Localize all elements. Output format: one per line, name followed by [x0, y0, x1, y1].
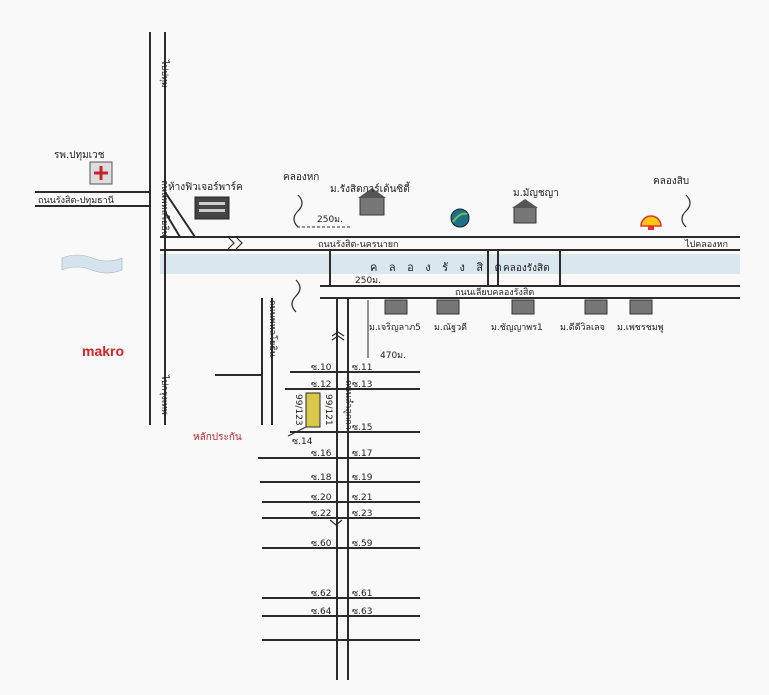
village-row-label: ม.เจริญลาภ5 — [369, 322, 421, 333]
road-side — [261, 298, 273, 425]
road-rangsit-pathum — [35, 191, 150, 207]
soi-label: ซ.61 — [352, 589, 372, 599]
soi-label: ซ.59 — [352, 539, 373, 549]
village-icon-rangsit-garden — [358, 188, 386, 216]
property-plot — [305, 392, 321, 428]
village-icon-manchaya — [512, 199, 538, 224]
makro-label: makro — [82, 343, 124, 359]
soi-label: ซ.11 — [352, 363, 372, 373]
soi-label: ซ.10 — [311, 363, 332, 373]
canal-main-label: ค ล อ ง รั ง สิ ต — [370, 261, 506, 274]
soi-label: ซ.22 — [311, 509, 331, 519]
village-rangsit-garden-label: ม.รังสิตการ์เด้นซิตี้ — [330, 181, 411, 195]
soi-label: ซ.63 — [352, 607, 372, 617]
khlong-hok-label: คลองหก — [283, 172, 319, 183]
soi-lanes — [258, 371, 420, 641]
soi-label: ซ.23 — [352, 509, 372, 519]
canal-band — [160, 254, 740, 274]
soi-label: ซ.16 — [311, 449, 332, 459]
soi-label: ซ.20 — [311, 493, 332, 503]
vertical-top-label: ไปปทุม — [159, 59, 170, 88]
distance-470: 470ม. — [380, 351, 406, 361]
hospital-icon — [89, 161, 113, 185]
break-marks — [227, 236, 345, 526]
distance-250-top: 250ม. — [317, 215, 343, 225]
soi-labels-left: ซ.10 ซ.12 ซ.14 ซ.16 ซ.18 ซ.20 ซ.22 ซ.60 … — [292, 363, 332, 617]
road-soi-main — [336, 298, 349, 680]
village-row-label: ม.ดีดีวิลเลจ — [560, 322, 605, 333]
ptt-icon — [450, 208, 470, 228]
soi-label: ซ.14 — [292, 437, 313, 447]
village-row-labels: ม.เจริญลาภ5 ม.ณัฐวดี ม.ชัญญาพร1 ม.ดีดีวิ… — [369, 322, 664, 333]
khlong-hok-squiggle — [293, 194, 303, 228]
lak-prakan-pointer — [287, 426, 307, 437]
to-khlong-hok-label: ไปคลองหก — [684, 239, 728, 250]
soi-label: ซ.21 — [352, 493, 372, 503]
road-connector — [164, 191, 196, 238]
soi-label: ซ.64 — [311, 607, 332, 617]
soi-label: ซ.60 — [311, 539, 332, 549]
soi-label: ซ.18 — [311, 473, 332, 483]
village-manchaya-label: ม.มัญชญา — [513, 188, 559, 199]
connector-boxes — [329, 249, 561, 287]
property-number-b: 99/121 — [323, 394, 333, 426]
road-rangsit-pathum-label: ถนนรังสิต-ปทุมธานี — [38, 195, 114, 206]
soi-main-label: ถนนลำลูกกา — [343, 380, 354, 430]
distance-arrows — [297, 226, 369, 358]
road-rangsit-nakhon-nayok-label: ถนนรังสิต-นครนายก — [318, 239, 399, 250]
soi-label: ซ.62 — [311, 589, 331, 599]
soi-labels-right: ซ.11 ซ.13 ซ.15 ซ.17 ซ.19 ซ.21 ซ.23 ซ.59 … — [352, 363, 373, 617]
hospital-label: รพ.ปทุมเวช — [54, 150, 105, 161]
side-canal-squiggle — [291, 279, 301, 313]
road-canal-side-label: ถนนเลียบคลองรังสิต — [455, 287, 534, 298]
vertical-mid-label: ถนนพหลโยธิน — [159, 180, 170, 237]
soi-label: ซ.19 — [352, 473, 373, 483]
lak-prakan-label: หลักประกัน — [193, 432, 242, 443]
village-row-label: ม.ณัฐวดี — [434, 322, 467, 333]
khlong-sip-label: คลองสิบ — [653, 176, 689, 187]
khlong-sip-squiggle — [681, 194, 691, 228]
property-number-a: 99/123 — [293, 394, 303, 426]
soi-label: ซ.13 — [352, 380, 372, 390]
soi-label: ซ.15 — [352, 423, 372, 433]
village-row-label: ม.เพชรชมพู — [617, 323, 664, 333]
village-row-label: ม.ชัญญาพร1 — [491, 323, 543, 333]
canal-box-label: คลองรังสิต — [503, 263, 550, 274]
shell-icon — [640, 215, 662, 230]
mall-icon — [194, 196, 230, 220]
vertical-bottom-label: ไปกรุงเทพ — [159, 374, 170, 415]
mall-label: ห้างฟิวเจอร์พาร์ค — [168, 181, 243, 193]
soi-label: ซ.12 — [311, 380, 331, 390]
road-rangsit-nakhon-nayok — [160, 236, 740, 251]
canal-wave-left — [61, 254, 123, 274]
distance-250-mid: 250ม. — [355, 276, 381, 286]
village-row-icons — [384, 299, 653, 315]
road-vertical-main — [149, 32, 166, 425]
side-road-label: ถนนพหลโยธิน — [267, 300, 278, 357]
soi-label: ซ.17 — [352, 449, 372, 459]
